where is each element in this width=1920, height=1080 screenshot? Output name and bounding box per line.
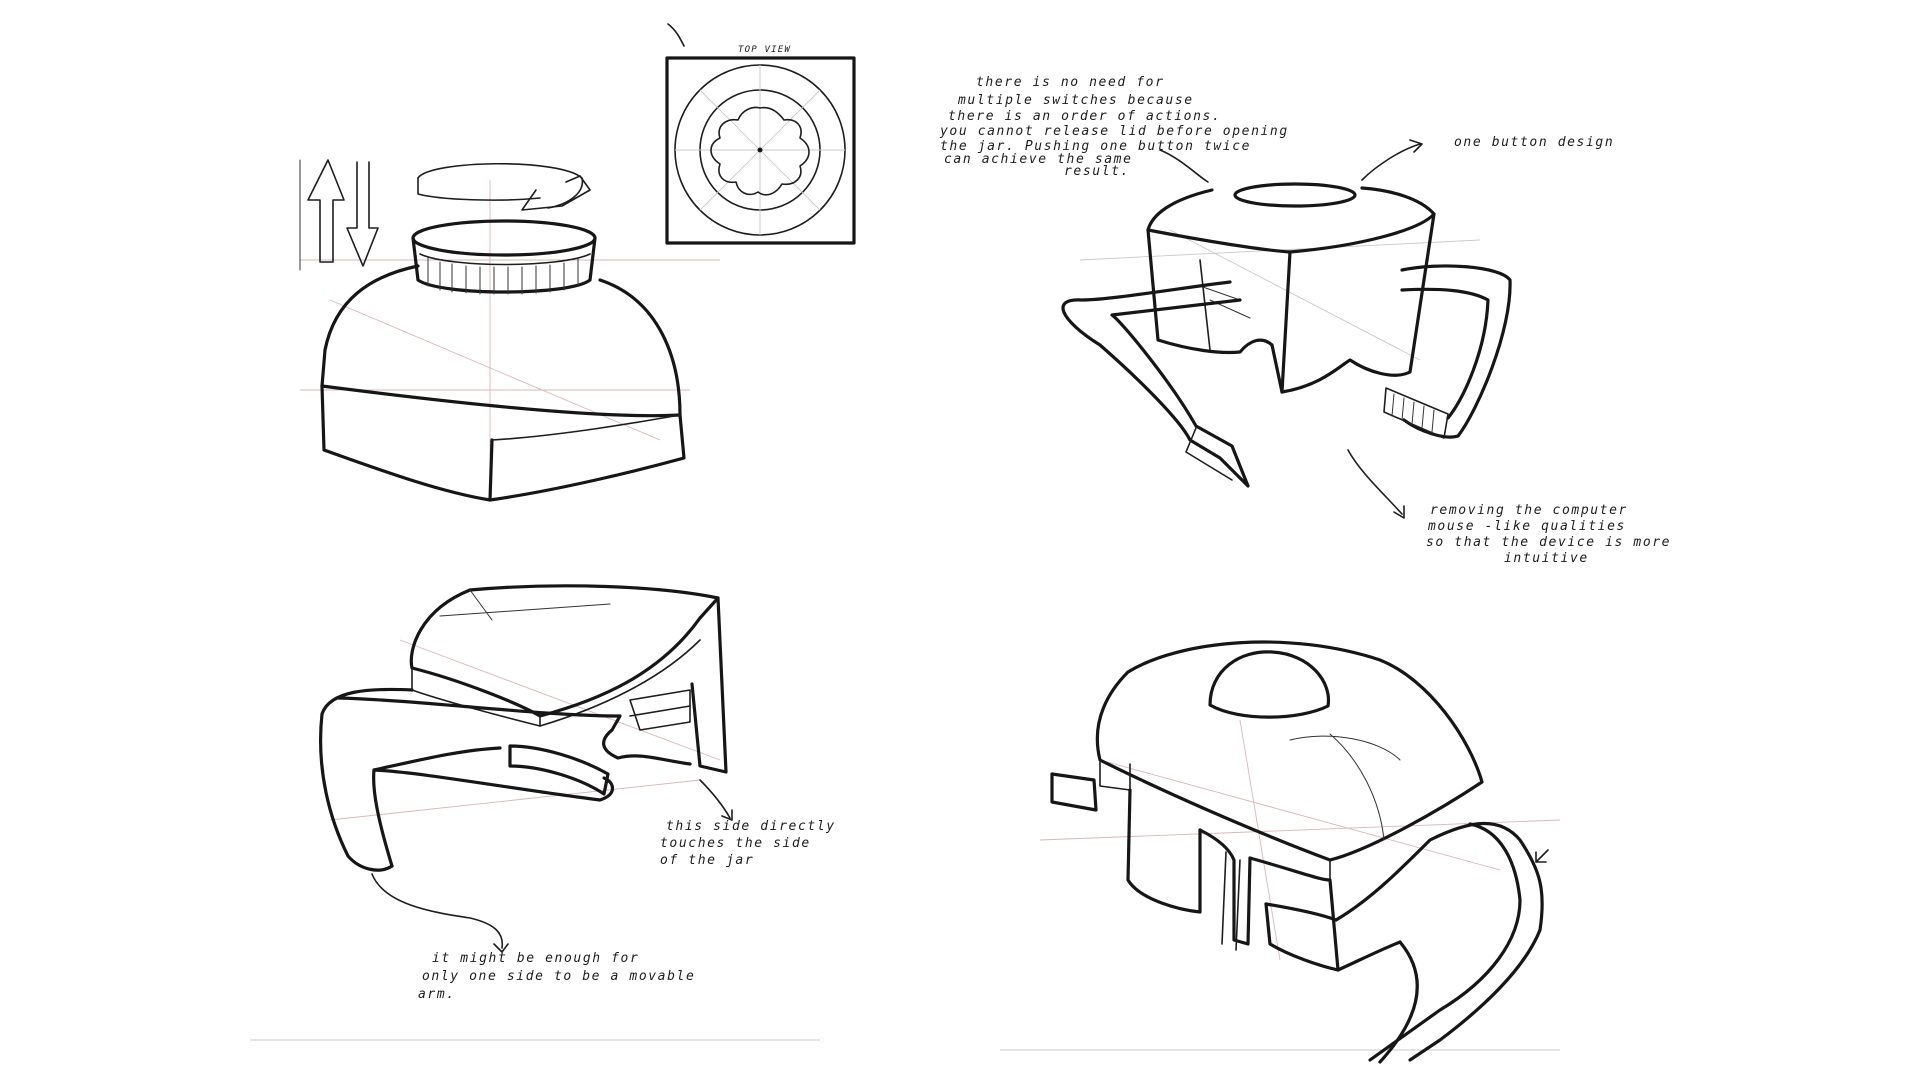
jar-body [320,264,686,502]
dome-button [1208,650,1331,719]
switches-note: there is no need for multiple switches b… [939,75,1298,179]
computer-mouse-note: removing the computer mouse -like qualit… [1426,503,1681,566]
push-button [1233,182,1357,208]
top-view-sketch: TOP VIEW [665,23,856,245]
top-view-label: TOP VIEW [738,45,791,55]
device-on-jar-sketch [1000,640,1561,1064]
one-button-note: one button design [1454,135,1614,150]
jar-lid [411,219,597,295]
rotate-arrow-icon [417,162,591,211]
one-button-device-sketch [1061,139,1512,519]
jar-side-note: this side directly touches the side of t… [660,819,845,868]
jar-lid-sketch [299,159,720,502]
up-down-arrows-icon [299,159,379,271]
movable-arm-note: it might be enough for only one side to … [418,951,705,1002]
